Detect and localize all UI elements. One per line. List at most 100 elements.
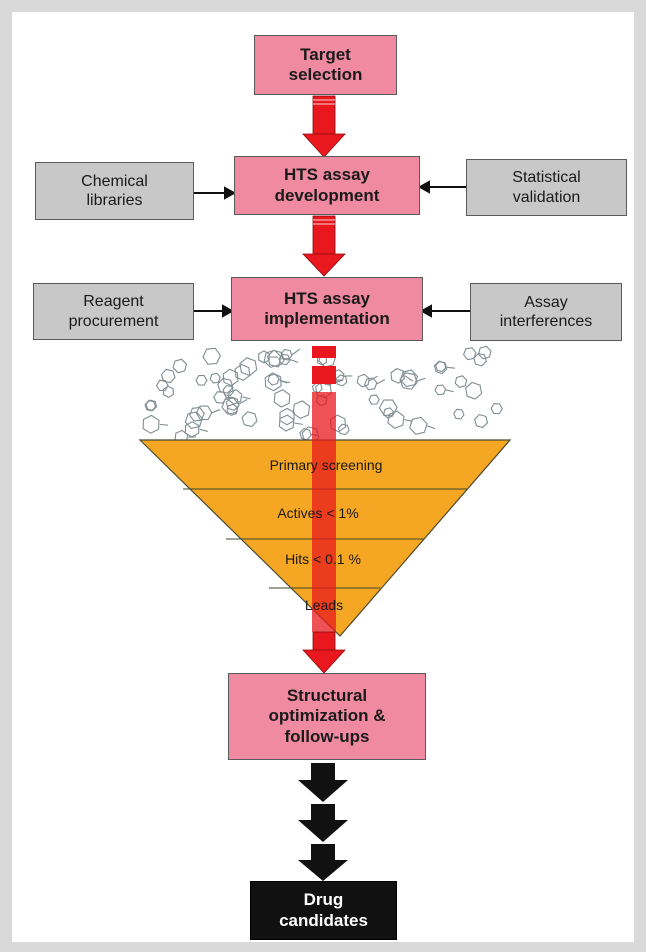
flow-bar: [312, 392, 336, 632]
black-arrow-2-head: [298, 820, 348, 842]
molecule-bond: [446, 366, 456, 369]
structural-line-2: optimization &: [268, 706, 386, 726]
target-selection-line-2: selection: [288, 65, 363, 84]
reagent-line-2: procurement: [68, 312, 159, 330]
drug-line-2: candidates: [279, 910, 368, 930]
flow-bar: [312, 366, 336, 384]
molecule-ring: [378, 399, 398, 416]
black-arrow-1-shaft: [311, 763, 335, 780]
molecule-ring: [162, 385, 174, 399]
molecule-bond: [211, 409, 221, 414]
target-selection-box: Target selection: [254, 35, 397, 95]
molecule-ring: [464, 381, 483, 400]
molecule-ring: [213, 391, 227, 404]
target-selection-line-1: Target: [300, 44, 351, 64]
molecule-ring: [453, 408, 465, 420]
molecule-ring: [356, 373, 370, 388]
molecule-ring: [477, 345, 492, 360]
molecule-ring: [172, 358, 188, 374]
molecule-bond: [445, 389, 454, 393]
molecule-ring: [145, 399, 158, 412]
molecule-ring: [234, 363, 251, 381]
molecule-ring: [278, 414, 295, 432]
flow-bar: [312, 346, 336, 358]
funnel-level-leads: Leads: [304, 597, 344, 613]
molecule-ring: [473, 352, 487, 367]
hts-dev-line-2: development: [274, 185, 380, 205]
molecule-bond: [427, 425, 436, 430]
molecule-cloud-icon: [142, 345, 503, 445]
molecule-bond: [238, 399, 248, 405]
molecule-bond: [376, 379, 386, 385]
molecule-ring: [390, 367, 405, 384]
molecule-ring: [195, 405, 213, 421]
molecule-bond: [159, 423, 169, 426]
molecule-ring: [280, 348, 293, 361]
black-arrow-2-shaft: [311, 804, 335, 820]
funnel-level-primary-screening: Primary screening: [269, 457, 383, 473]
molecule-ring: [209, 372, 221, 384]
molecule-bond: [242, 396, 251, 400]
hts-impl-line-2: implementation: [264, 309, 390, 328]
molecule-ring: [490, 403, 503, 415]
drug-line-1: Drug: [303, 890, 344, 910]
molecule-ring: [195, 374, 208, 386]
structural-line-1: Structural: [286, 685, 368, 705]
molecule-ring: [337, 423, 350, 436]
molecule-ring: [434, 384, 447, 396]
molecule-ring: [279, 407, 295, 426]
molecule-ring: [258, 350, 270, 364]
molecule-ring: [335, 374, 348, 387]
black-arrow-1-head: [298, 780, 348, 802]
molecule-ring: [241, 411, 258, 428]
hts-dev-line-1: HTS assay: [283, 165, 370, 185]
red-arrow-2-head: [302, 253, 346, 277]
molecule-ring: [202, 347, 222, 365]
funnel-level-actives: Actives < 1%: [277, 505, 359, 521]
interferences-line-1: Assay: [524, 293, 568, 311]
black-arrow-3-shaft: [311, 844, 335, 860]
molecule-ring: [273, 389, 291, 408]
statistical-line-1: Statistical: [512, 169, 581, 187]
molecule-ring: [142, 414, 160, 434]
molecule-ring: [454, 375, 468, 389]
chemical-libraries-box: Chemical libraries: [35, 162, 194, 220]
molecule-ring: [399, 372, 418, 390]
molecule-ring: [160, 368, 176, 384]
hts-assay-development-box: HTS assay development: [234, 156, 420, 215]
assay-interferences-box: Assay interferences: [470, 283, 622, 341]
chemical-line-2: libraries: [86, 192, 143, 209]
red-arrow-1-shaft: [312, 95, 336, 135]
structural-optimization-box: Structural optimization & follow-ups: [228, 673, 426, 760]
molecule-ring: [409, 416, 428, 435]
chemical-line-1: Chemical: [81, 172, 148, 190]
black-arrow-3-head: [298, 860, 348, 881]
molecule-bond: [199, 428, 208, 432]
molecule-ring: [278, 353, 291, 366]
red-arrow-3-shaft: [312, 631, 336, 651]
molecule-ring: [311, 382, 323, 394]
molecule-ring: [368, 394, 380, 405]
red-arrow-3-head: [302, 649, 346, 674]
molecule-ring: [383, 407, 395, 419]
molecule-ring: [474, 413, 489, 429]
molecule-bond: [291, 348, 301, 356]
reagent-procurement-box: Reagent procurement: [33, 283, 194, 340]
molecule-ring: [363, 377, 378, 391]
molecule-bond: [404, 375, 414, 382]
molecule-ring: [299, 427, 312, 441]
funnel-level-hits: Hits < 0.1 %: [285, 551, 361, 567]
molecule-ring: [155, 379, 169, 392]
reagent-line-1: Reagent: [83, 293, 144, 311]
molecule-ring: [433, 360, 448, 375]
molecule-ring: [239, 357, 258, 377]
molecule-ring: [227, 389, 243, 405]
molecule-bond: [404, 419, 413, 422]
molecule-ring: [387, 410, 405, 429]
molecule-bond: [294, 422, 303, 425]
molecule-ring: [221, 397, 240, 415]
molecule-ring: [222, 385, 235, 397]
statistical-validation-box: Statistical validation: [466, 159, 627, 216]
molecule-ring: [399, 369, 419, 388]
